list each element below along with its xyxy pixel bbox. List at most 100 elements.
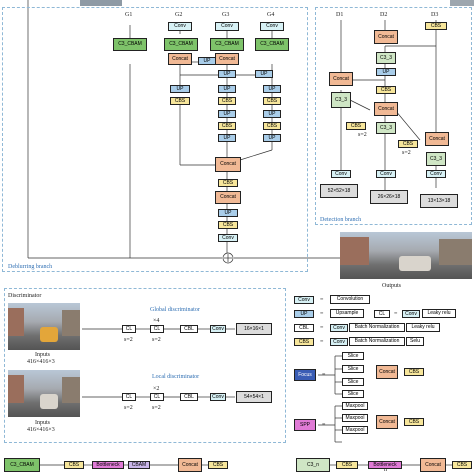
- g3-up-d: UP: [218, 134, 236, 142]
- bottom-cbs-b: CBS: [208, 461, 228, 469]
- g1-c3-cbam: C3_CBAM: [113, 38, 147, 51]
- d2-stride: s=2: [402, 150, 411, 156]
- g1-label: G1: [125, 12, 133, 18]
- g3-label: G3: [222, 12, 230, 18]
- legend-cbs-conv: Conv: [330, 338, 348, 346]
- legend-up-eq: =: [320, 311, 324, 317]
- d3-label: D3: [431, 12, 439, 18]
- g3-cbs-a: CBS: [218, 97, 236, 105]
- d1-concat: Concat: [329, 72, 353, 86]
- local-x2: ×2: [153, 386, 160, 392]
- slice-2: Slice: [342, 365, 364, 373]
- g4-cbs-a: CBS: [263, 97, 281, 105]
- legend-cbl-lrelu: Leaky relu: [406, 323, 440, 332]
- legend-convolution: Convolution: [330, 295, 370, 304]
- bottom-bottleneck: Bottleneck: [92, 461, 124, 469]
- g3-cbs-b: CBS: [218, 122, 236, 130]
- d2-up: UP: [376, 68, 396, 76]
- g3-up-a: UP: [218, 70, 236, 78]
- global-x4: ×4: [153, 318, 160, 324]
- legend-up: UP: [294, 310, 314, 318]
- spp-cbs: CBS: [404, 418, 424, 426]
- d2-output-box: 26×26×18: [370, 190, 408, 204]
- legend-cbl: CBL: [294, 324, 314, 332]
- global-input-image: [8, 303, 80, 350]
- detection-region: [315, 7, 472, 225]
- legend-spp: SPP: [294, 419, 316, 431]
- legend-cl-eq: =: [394, 311, 398, 317]
- legend-cbs: CBS: [294, 338, 314, 346]
- local-conv: Conv: [210, 393, 226, 401]
- legend-focus: Focus: [294, 369, 316, 381]
- d2-label: D2: [380, 12, 388, 18]
- legend-cbl-eq: =: [320, 325, 324, 331]
- focus-cbs: CBS: [404, 368, 424, 376]
- g2-up-2: UP: [170, 85, 190, 93]
- d1-c3-3: C3_3: [331, 92, 351, 108]
- output-image: [340, 232, 472, 279]
- deblurring-label: Deblurring branch: [8, 264, 53, 270]
- local-cl-2: CL: [150, 393, 164, 401]
- legend-cbs-bn: Batch Normalization: [349, 337, 405, 346]
- g4-up-b: UP: [263, 85, 281, 93]
- g2-c3-cbam: C3_CBAM: [164, 38, 198, 51]
- discriminator-title: Discriminator: [8, 293, 42, 299]
- local-size-label: 416×416×3: [27, 427, 55, 433]
- d2-concat-top: Concat: [374, 30, 398, 44]
- top-image-strip: [80, 0, 122, 6]
- low-cbs: CBS: [218, 221, 238, 229]
- d2-c3-3-mid: C3_3: [376, 122, 396, 134]
- spp-concat: Concat: [376, 415, 398, 429]
- maxpool-2: Maxpool: [342, 414, 368, 422]
- global-inputs-label: Inputs: [35, 352, 50, 358]
- g4-conv: Conv: [260, 22, 284, 31]
- global-cl-2: CL: [150, 325, 164, 333]
- low-concat: Concat: [215, 191, 241, 204]
- g3-conv: Conv: [215, 22, 239, 31]
- legend-spp-eq: =: [322, 422, 326, 428]
- bottom-cbs-c: CBS: [336, 461, 358, 469]
- global-size-label: 416×416×3: [27, 359, 55, 365]
- d1-label: D1: [336, 12, 344, 18]
- legend-focus-eq: =: [322, 372, 326, 378]
- low-up: UP: [218, 209, 238, 217]
- bottom-cbs-d: CBS: [452, 461, 472, 469]
- global-cbl: CBL: [180, 325, 198, 333]
- g4-c3-cbam: C3_CBAM: [255, 38, 289, 51]
- maxpool-1: Maxpool: [342, 402, 368, 410]
- g2-concat: Concat: [168, 53, 192, 65]
- bottom-c3-n: C3_n: [296, 458, 330, 472]
- global-conv: Conv: [210, 325, 226, 333]
- legend-leaky-relu: Leaky relu: [422, 309, 456, 318]
- d3-concat: Concat: [425, 132, 449, 146]
- discriminator-region: [4, 288, 286, 443]
- legend-cbl-conv: Conv: [330, 324, 348, 332]
- d3-cbs-top: CBS: [425, 22, 447, 30]
- g2-up: UP: [198, 57, 216, 65]
- local-cl2-stride: s=2: [152, 405, 161, 411]
- local-output-box: 54×54×1: [236, 391, 272, 403]
- local-inputs-label: Inputs: [35, 420, 50, 426]
- local-cl: CL: [122, 393, 136, 401]
- legend-cl-conv: Conv: [402, 310, 420, 318]
- d2-c3-3-top: C3_3: [376, 52, 396, 64]
- global-cl: CL: [122, 325, 136, 333]
- bottom-n-label: n: [384, 467, 387, 473]
- focus-concat: Concat: [376, 365, 398, 379]
- bottom-cbs-a: CBS: [64, 461, 84, 469]
- legend-conv-eq: =: [320, 297, 324, 303]
- g4-up-c: UP: [263, 110, 281, 118]
- mid-concat: Concat: [215, 157, 241, 172]
- legend-upsample: Upsample: [330, 309, 364, 318]
- g3-c3-cbam: C3_CBAM: [210, 38, 244, 51]
- mid-cbs-1: CBS: [218, 179, 238, 187]
- bottom-concat: Concat: [178, 458, 202, 472]
- local-cbl: CBL: [180, 393, 198, 401]
- g4-cbs-b: CBS: [263, 122, 281, 130]
- bottom-c3-cbam: C3_CBAM: [4, 458, 40, 472]
- g3-up-b: UP: [218, 85, 236, 93]
- d3-output-box: 13×13×18: [420, 194, 458, 208]
- g4-up-d: UP: [263, 134, 281, 142]
- final-conv: Conv: [218, 234, 238, 242]
- global-cl-stride: s=2: [124, 337, 133, 343]
